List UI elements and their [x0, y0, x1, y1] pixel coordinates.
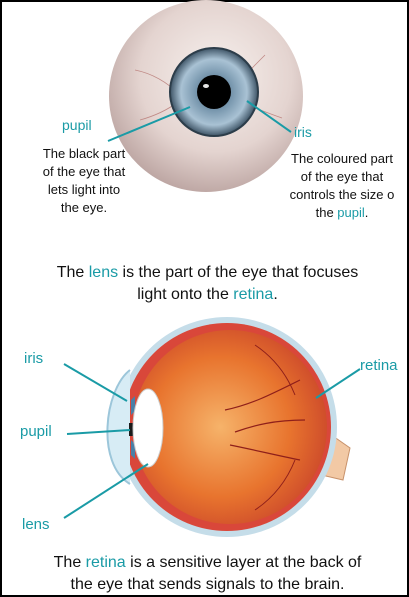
lens-caption-line: light onto the retina.: [20, 284, 395, 306]
pupil-label: pupil: [62, 117, 92, 133]
iris-description-line: the pupil.: [277, 204, 407, 222]
pupil-description: The black part of the eye that lets ligh…: [4, 145, 164, 217]
iris-description-line: The coloured part: [277, 150, 407, 168]
iris-description-line: controls the size o: [277, 186, 407, 204]
text-segment: the: [316, 205, 338, 220]
iris-description-line: of the eye that: [277, 168, 407, 186]
lens-highlight: lens: [89, 264, 118, 281]
retina-highlight: retina: [86, 554, 126, 571]
cross-lens-label: lens: [22, 516, 50, 533]
cross-section-illustration: [107, 317, 350, 537]
lens-body: [133, 389, 163, 467]
text-segment: The: [57, 264, 89, 281]
text-segment: light onto the: [137, 286, 233, 303]
iris-cross-pointer-line: [64, 364, 127, 401]
lens-caption: The lens is the part of the eye that foc…: [20, 262, 395, 306]
retina-caption: The retina is a sensitive layer at the b…: [20, 552, 395, 596]
pupil-description-line: lets light into: [4, 181, 164, 199]
cross-retina-label: retina: [360, 357, 398, 374]
text-segment: is a sensitive layer at the back of: [126, 554, 362, 571]
retina-caption-line: the eye that sends signals to the brain.: [20, 574, 395, 596]
cross-iris-label: iris: [24, 350, 43, 367]
pupil-description-line: of the eye that: [4, 163, 164, 181]
text-segment: .: [365, 205, 369, 220]
pupil-highlight: pupil: [337, 205, 364, 220]
pupil-description-line: The black part: [4, 145, 164, 163]
text-segment: The: [54, 554, 86, 571]
lens-caption-line: The lens is the part of the eye that foc…: [20, 262, 395, 284]
pupil-description-line: the eye.: [4, 199, 164, 217]
iris-label: iris: [294, 124, 312, 140]
text-segment: .: [273, 286, 277, 303]
cornea: [107, 370, 130, 484]
retina-caption-line: The retina is a sensitive layer at the b…: [20, 552, 395, 574]
cross-pupil-label: pupil: [20, 423, 52, 440]
text-segment: is the part of the eye that focuses: [118, 264, 358, 281]
iris-description: The coloured part of the eye that contro…: [277, 150, 407, 222]
retina-highlight: retina: [233, 286, 273, 303]
pupil-disc: [197, 75, 231, 109]
lens-pointer-line: [64, 464, 148, 518]
